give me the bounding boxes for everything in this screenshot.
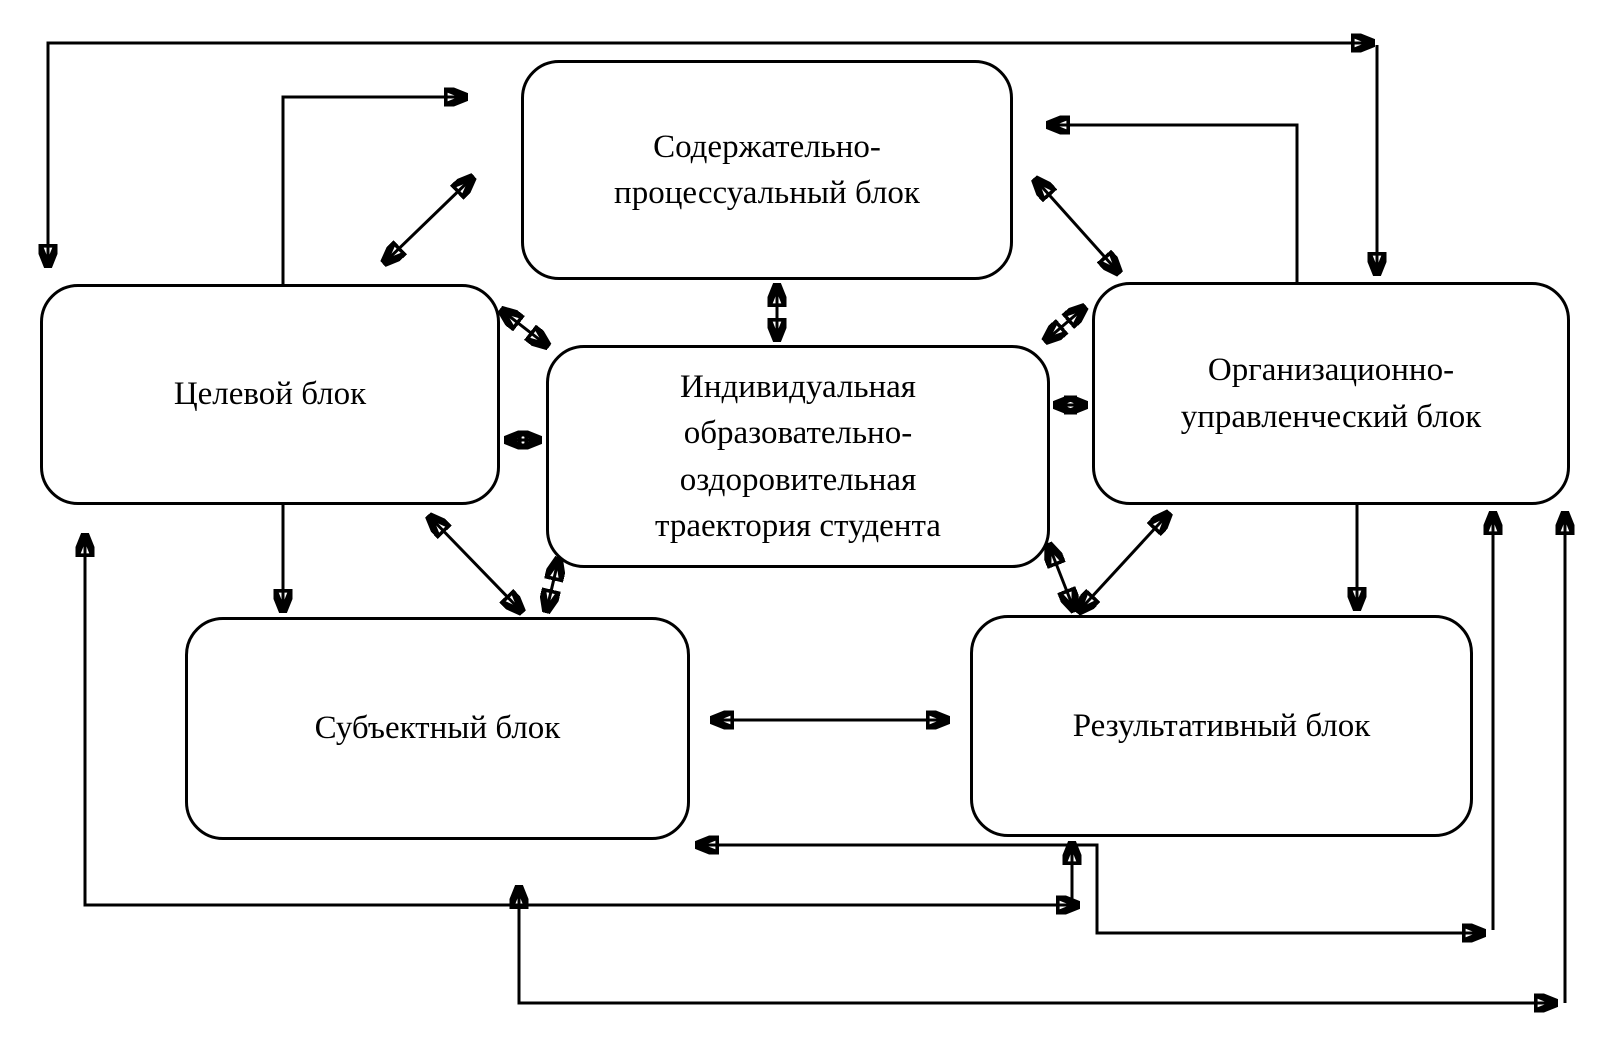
arrow-trajectory-org-diagonal <box>1044 306 1086 342</box>
arrow-target-subject-diagonal <box>428 515 523 613</box>
node-trajectory-block: Индивидуальная образовательно- оздоровит… <box>546 345 1050 568</box>
arrow-bottom-elbow-into-subject <box>695 845 1486 933</box>
arrow-target-to-content-elbow <box>281 97 468 284</box>
arrow-bottom-frame-into-subject <box>519 885 1558 1003</box>
node-target-label: Целевой блок <box>173 376 367 413</box>
node-org-label: Организационно- управленческий блок <box>1180 352 1482 435</box>
node-target-block: Целевой блок <box>40 284 500 505</box>
arrow-outer-top-frame <box>48 43 1375 268</box>
arrow-trajectory-result-diagonal <box>1048 543 1075 612</box>
node-result-label: Результативный блок <box>1072 707 1371 744</box>
arrow-target-trajectory-diagonal <box>500 309 549 347</box>
arrow-result-org-diagonal <box>1077 512 1170 613</box>
arrow-target-content-diagonal <box>383 176 474 264</box>
node-trajectory-label: Индивидуальная образовательно- оздоровит… <box>655 369 941 544</box>
arrow-content-org-diagonal <box>1034 178 1120 274</box>
arrow-trajectory-subject-diagonal <box>546 557 559 613</box>
node-org-block: Организационно- управленческий блок <box>1092 282 1570 505</box>
arrow-org-to-content-elbow <box>1046 125 1299 282</box>
